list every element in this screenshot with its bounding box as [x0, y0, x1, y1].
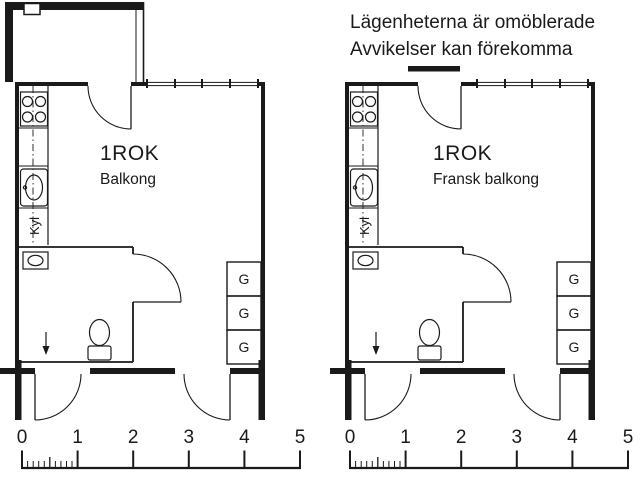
room-title: 1ROK: [433, 142, 492, 165]
scale-tick-label: 2: [456, 427, 467, 448]
scale-tick-label: 5: [623, 427, 634, 448]
scale-tick-label: 0: [345, 427, 356, 448]
scale-tick-label: 3: [512, 427, 523, 448]
scale-tick-label: 2: [128, 427, 139, 448]
scale-bar-left: 0 1 2 3 4 5: [17, 427, 306, 470]
scale-tick-label: 3: [184, 427, 195, 448]
room-subtitle: Fransk balkong: [433, 171, 539, 188]
scale-bar-right: 0 1 2 3 4 5: [345, 427, 634, 470]
wardrobe-label: G: [569, 271, 580, 287]
scale-tick-label: 1: [400, 427, 411, 448]
french-balcony-railing: [408, 66, 460, 72]
disclaimer-notice: Lägenheterna är omöblerade Avvikelser ka…: [350, 12, 595, 60]
scale-minor-ticks: [27, 461, 73, 468]
fridge-label: Kyl: [27, 217, 42, 235]
wardrobe-label: G: [239, 339, 250, 355]
notice-line-1: Lägenheterna är omöblerade: [350, 12, 595, 33]
plan-left: 1ROK Balkong Kyl G G G: [0, 2, 266, 421]
scale-tick-label: 4: [239, 427, 250, 448]
fridge-label: Kyl: [357, 217, 372, 235]
scale-major-ticks: [21, 450, 301, 468]
plan-right: 1ROK Fransk balkong Kyl G G G: [329, 66, 596, 421]
wardrobe-label: G: [569, 305, 580, 321]
room-title: 1ROK: [100, 142, 159, 165]
room-subtitle: Balkong: [100, 171, 156, 188]
scale-major-ticks: [349, 450, 629, 468]
wardrobe-label: G: [569, 339, 580, 355]
scale-tick-label: 4: [567, 427, 578, 448]
balcony: [5, 2, 144, 82]
wardrobe-label: G: [239, 305, 250, 321]
scale-tick-label: 1: [72, 427, 83, 448]
balcony-detail: [23, 2, 41, 16]
wardrobe-label: G: [239, 271, 250, 287]
scale-tick-label: 0: [17, 427, 28, 448]
scale-tick-label: 5: [295, 427, 306, 448]
apartment-outline-left: [0, 78, 266, 421]
apartment-outline-right: [329, 78, 596, 421]
notice-line-2: Avvikelser kan förekomma: [350, 39, 573, 60]
scale-minor-ticks: [355, 461, 401, 468]
